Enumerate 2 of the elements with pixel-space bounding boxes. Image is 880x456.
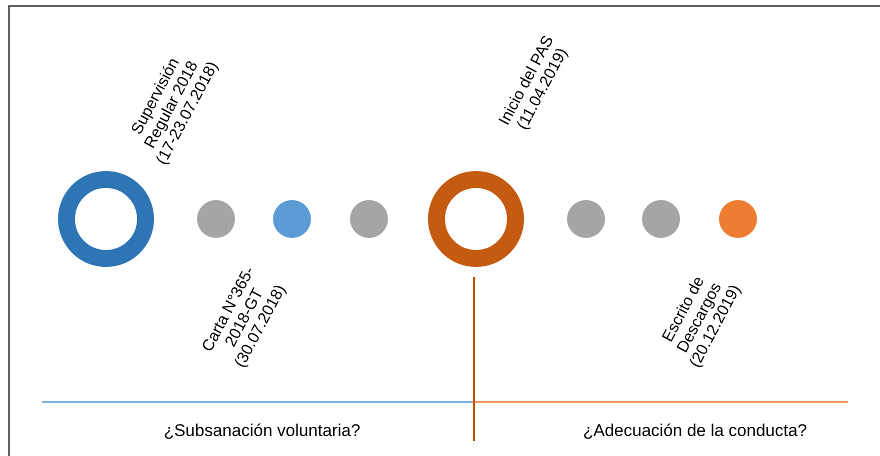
phase-label: ¿Adecuación de la conducta? [583, 421, 807, 441]
phase-label: ¿Subsanación voluntaria? [164, 421, 360, 441]
